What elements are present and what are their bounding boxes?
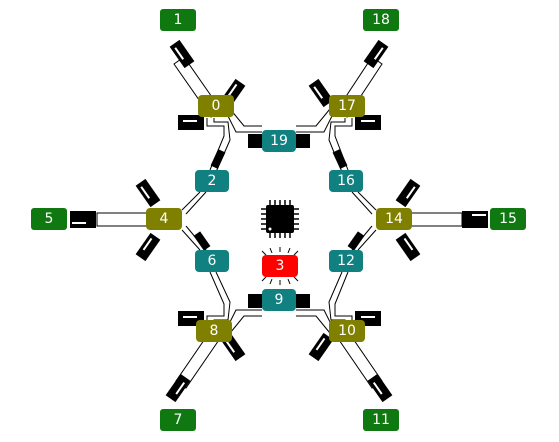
node-1[interactable]: 1	[160, 9, 196, 31]
node-5-label: 5	[45, 211, 54, 227]
node-15[interactable]: 15	[490, 208, 526, 230]
node-4-label: 4	[160, 211, 169, 227]
node-1-label: 1	[174, 12, 183, 28]
connector-10-9	[296, 309, 335, 339]
node-6-label: 6	[208, 253, 217, 269]
node-5[interactable]: 5	[31, 208, 67, 230]
node-4[interactable]: 4	[146, 208, 182, 230]
node-19[interactable]: 19	[262, 130, 296, 152]
node-19-label: 19	[270, 133, 288, 149]
arm-14-15	[397, 211, 488, 228]
connector-2-4	[181, 191, 207, 215]
node-16[interactable]: 16	[329, 170, 363, 192]
microchip-icon	[261, 200, 299, 238]
node-10-label: 10	[338, 323, 356, 339]
connector-0-2	[206, 118, 231, 173]
node-12[interactable]: 12	[329, 250, 363, 272]
node-18-label: 18	[372, 12, 390, 28]
node-11-label: 11	[372, 412, 390, 428]
connector-17-19	[296, 103, 335, 133]
connector-6-8	[206, 271, 231, 324]
node-7[interactable]: 7	[160, 409, 196, 431]
node-0[interactable]: 0	[198, 95, 234, 117]
node-8[interactable]: 8	[196, 320, 232, 342]
node-17[interactable]: 17	[329, 95, 365, 117]
node-7-label: 7	[174, 412, 183, 428]
node-2[interactable]: 2	[195, 170, 229, 192]
node-3-label: 3	[276, 258, 285, 274]
connector-12-10	[328, 271, 353, 324]
node-9[interactable]: 9	[262, 289, 296, 311]
node-11[interactable]: 11	[363, 409, 399, 431]
node-8-label: 8	[210, 323, 219, 339]
node-3[interactable]: 3	[261, 247, 299, 285]
connector-17-16	[328, 118, 353, 173]
node-6[interactable]: 6	[195, 250, 229, 272]
node-17-label: 17	[338, 98, 356, 114]
arm-8-7	[165, 329, 222, 403]
node-0-label: 0	[212, 98, 221, 114]
node-14-label: 14	[385, 211, 403, 227]
connector-16-14	[351, 191, 377, 215]
node-16-label: 16	[337, 173, 355, 189]
node-2-label: 2	[208, 173, 217, 189]
node-15-label: 15	[499, 211, 517, 227]
node-18[interactable]: 18	[363, 9, 399, 31]
node-12-label: 12	[337, 253, 355, 269]
node-14[interactable]: 14	[376, 208, 412, 230]
node-10[interactable]: 10	[329, 320, 365, 342]
node-9-label: 9	[275, 292, 284, 308]
